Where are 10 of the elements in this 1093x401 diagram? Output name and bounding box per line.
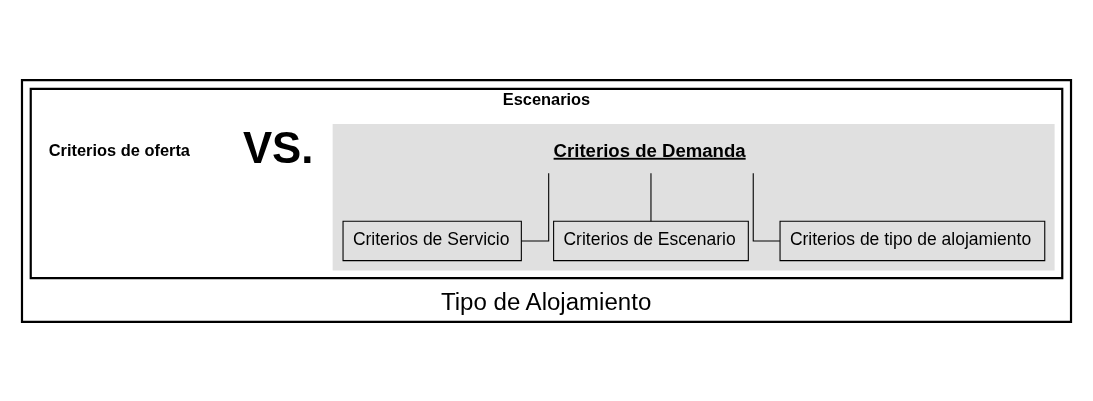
connector (650, 172, 652, 222)
cluster (332, 123, 1055, 270)
node-text: Criterios de oferta (48, 140, 190, 159)
connector (520, 172, 550, 241)
node-text: Criterios de Demanda (553, 139, 746, 161)
node-box: Criterios de Escenario (553, 220, 749, 261)
node-box: Criterios de tipo de alojamiento (779, 220, 1046, 261)
connector (752, 172, 781, 241)
node-box: Criterios de Servicio (342, 220, 522, 261)
node-text: VS. (242, 122, 314, 172)
